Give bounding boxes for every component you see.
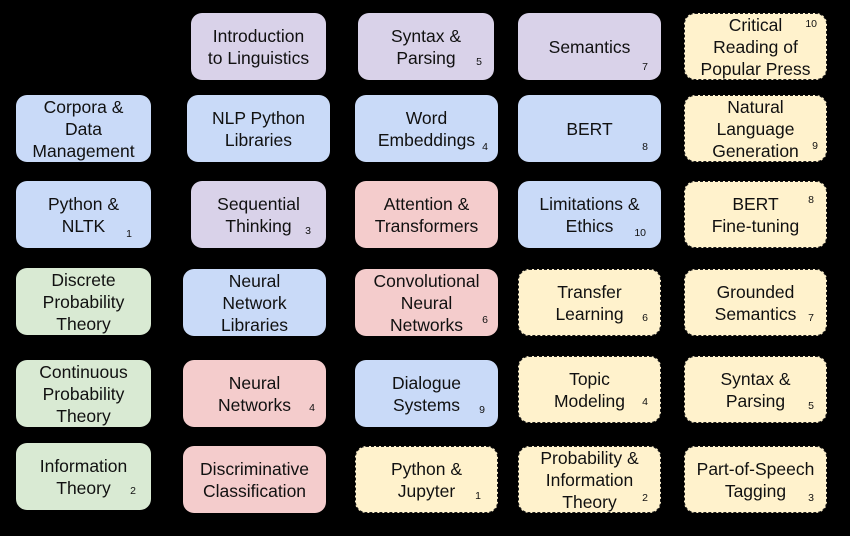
topic-label: Attention & Transformers — [374, 193, 479, 236]
topic-label: Transfer Learning — [555, 281, 624, 324]
topic-number: 6 — [642, 312, 648, 324]
topic-label: Convolutional Neural Networks — [373, 270, 480, 335]
topic-number: 4 — [309, 402, 315, 414]
topic-box-transfer-learning: Transfer Learning 6 — [518, 269, 661, 336]
topic-number: 6 — [482, 314, 488, 326]
topic-label: Information Theory — [39, 455, 128, 498]
topic-label: Part-of-Speech Tagging — [696, 458, 815, 501]
topic-box-neural-networks: Neural Networks 4 — [183, 360, 326, 427]
topic-box-part-of-speech-tagging: Part-of-Speech Tagging 3 — [684, 446, 827, 513]
topic-label: Natural Language Generation — [712, 96, 799, 161]
topic-number: 2 — [642, 492, 648, 504]
topic-box-bert-fine-tuning: BERT Fine-tuning 8 — [684, 181, 827, 248]
topic-box-word-embeddings: Word Embeddings 4 — [355, 95, 498, 162]
topic-box-semantics: Semantics 7 — [518, 13, 661, 80]
topic-box-introduction-to-linguistics: Introduction to Linguistics — [191, 13, 326, 80]
topic-box-corpora-data-management: Corpora & Data Management — [16, 95, 151, 162]
topic-label: Corpora & Data Management — [32, 96, 135, 161]
topic-label: Dialogue Systems — [391, 372, 462, 415]
topic-box-sequential-thinking: Sequential Thinking 3 — [191, 181, 326, 248]
topic-number: 7 — [642, 61, 648, 73]
topic-number: 9 — [479, 404, 485, 416]
topic-number: 10 — [805, 18, 817, 30]
topic-box-grounded-semantics: Grounded Semantics 7 — [684, 269, 827, 336]
topic-box-limitations-ethics: Limitations & Ethics 10 — [518, 181, 661, 248]
topic-label: Continuous Probability Theory — [39, 361, 128, 426]
topic-label: Topic Modeling — [553, 368, 626, 411]
topic-box-syntax-parsing: Syntax & Parsing 5 — [358, 13, 494, 80]
topic-label: BERT Fine-tuning — [711, 193, 800, 236]
topic-number: 1 — [126, 228, 132, 240]
topic-label: NLP Python Libraries — [211, 107, 306, 150]
topic-box-nlp-python-libraries: NLP Python Libraries — [187, 95, 330, 162]
topic-box-dialogue-systems: Dialogue Systems 9 — [355, 360, 498, 427]
topic-box-critical-reading: Critical Reading of Popular Press 10 — [684, 13, 827, 80]
topic-box-continuous-probability-theory: Continuous Probability Theory — [16, 360, 151, 427]
topic-box-python-nltk: Python & NLTK 1 — [16, 181, 151, 248]
topic-number: 4 — [482, 141, 488, 153]
topic-box-bert: BERT 8 — [518, 95, 661, 162]
topic-label: Syntax & Parsing — [720, 368, 791, 411]
topic-number: 2 — [130, 485, 136, 497]
topic-number: 3 — [808, 492, 814, 504]
topic-box-discrete-probability-theory: Discrete Probability Theory — [16, 268, 151, 335]
topic-label: BERT — [566, 118, 613, 139]
topic-number: 1 — [475, 490, 481, 502]
topic-box-natural-language-generation: Natural Language Generation 9 — [684, 95, 827, 162]
topic-label: Semantics — [548, 36, 631, 57]
topic-label: Probability & Information Theory — [540, 447, 639, 512]
topic-label: Introduction to Linguistics — [207, 25, 310, 68]
topic-label: Grounded Semantics — [714, 281, 797, 324]
topic-label: Syntax & Parsing — [390, 25, 462, 68]
topic-number: 4 — [642, 396, 648, 408]
topic-label: Discriminative Classification — [200, 458, 309, 501]
topic-number: 5 — [476, 56, 482, 68]
topic-label: Neural Networks — [218, 372, 291, 415]
topic-box-python-jupyter: Python & Jupyter 1 — [355, 446, 498, 513]
topic-number: 10 — [634, 227, 646, 239]
topic-box-syntax-parsing-yellow: Syntax & Parsing 5 — [684, 356, 827, 423]
topic-box-discriminative-classification: Discriminative Classification — [183, 446, 326, 513]
topic-label: Critical Reading of Popular Press — [700, 14, 811, 79]
topic-box-attention-transformers: Attention & Transformers — [355, 181, 498, 248]
topic-box-convolutional-neural-networks: Convolutional Neural Networks 6 — [355, 269, 498, 336]
topic-label: Discrete Probability Theory — [42, 269, 125, 334]
topic-box-neural-network-libraries: Neural Network Libraries — [183, 269, 326, 336]
topic-number: 8 — [808, 194, 814, 206]
topic-label: Limitations & Ethics — [539, 193, 640, 236]
topic-box-information-theory: Information Theory 2 — [16, 443, 151, 510]
topic-number: 3 — [305, 225, 311, 237]
topic-label: Word Embeddings — [377, 107, 476, 150]
topic-label: Sequential Thinking — [217, 193, 300, 236]
topic-number: 9 — [812, 140, 818, 152]
topic-number: 5 — [808, 400, 814, 412]
topic-label: Neural Network Libraries — [220, 270, 289, 335]
topic-number: 8 — [642, 141, 648, 153]
topic-number: 7 — [808, 312, 814, 324]
topic-box-topic-modeling: Topic Modeling 4 — [518, 356, 661, 423]
topic-label: Python & Jupyter — [390, 458, 463, 501]
topic-box-probability-information-theory: Probability & Information Theory 2 — [518, 446, 661, 513]
topic-label: Python & NLTK — [47, 193, 120, 236]
